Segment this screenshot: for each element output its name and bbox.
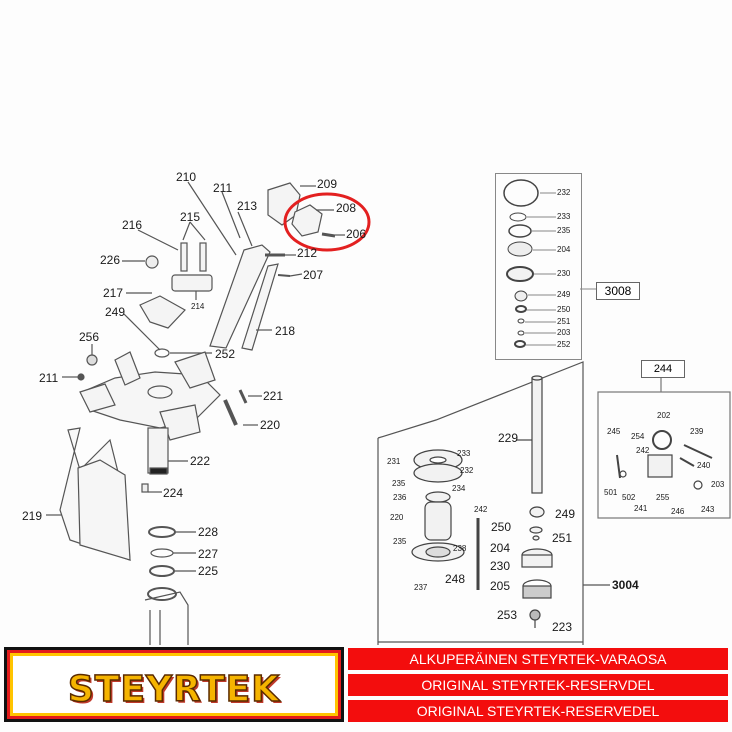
part-label: 230 [557,269,571,278]
part-label: 214 [191,302,205,311]
footer-banner: STEYRTEK ALKUPERÄINEN STEYRTEK-VARAOSA O… [0,645,732,725]
part-label: 209 [317,177,338,191]
part-label: 245 [607,427,621,436]
part-label: 211 [39,371,59,385]
part-label: 241 [634,504,648,513]
part-label: 233 [557,212,571,221]
part-label: 221 [263,389,284,403]
part-label: 216 [122,218,143,232]
part-label: 222 [190,454,211,468]
part-label: 226 [100,253,121,267]
part-label: 252 [557,340,571,349]
part-label: 249 [555,507,576,521]
part-label: 232 [460,466,474,475]
part-label: 235 [557,226,571,235]
part-label: 229 [498,431,519,445]
part-label: 250 [491,520,512,534]
part-label: 235 [393,537,407,546]
part-label: 252 [215,347,236,361]
part-label-highlighted: 208 [336,201,357,215]
part-label: 207 [303,268,324,282]
part-label: 234 [452,484,466,493]
part-label: 249 [105,305,126,319]
part-label: 224 [163,486,184,500]
part-label: 249 [557,290,571,299]
part-label: 204 [557,245,571,254]
steyrtek-logo: STEYRTEK [4,647,344,722]
part-label: 212 [297,246,318,260]
part-label: 219 [22,509,43,523]
part-label: 210 [176,170,197,184]
part-label: 240 [697,461,711,470]
part-label: 255 [656,493,670,502]
part-label: 218 [275,324,296,338]
banner-swedish: ORIGINAL STEYRTEK-RESERVDEL [348,674,728,696]
part-label: 246 [671,507,685,516]
part-label: 232 [557,188,571,197]
banner-finnish: ALKUPERÄINEN STEYRTEK-VARAOSA [348,648,728,670]
logo-text: STEYRTEK [67,668,281,711]
part-label: 213 [237,199,258,213]
part-label: 250 [557,305,571,314]
part-label: 217 [103,286,124,300]
part-label: 254 [631,432,645,441]
part-label: 220 [260,418,281,432]
part-label: 231 [387,457,401,466]
part-label: 220 [390,513,404,522]
part-label: 239 [690,427,704,436]
kit-244-tag: 244 [641,360,685,378]
part-label: 228 [198,525,219,539]
part-label: 248 [445,572,466,586]
kit-3008-box [495,173,582,360]
part-label: 215 [180,210,201,224]
part-label: 251 [552,531,573,545]
part-label: 203 [557,328,571,337]
banner-norwegian: ORIGINAL STEYRTEK-RESERVEDEL [348,700,728,722]
part-label: 203 [711,480,725,489]
part-label: 230 [490,559,511,573]
part-label: 205 [490,579,511,593]
part-label: 225 [198,564,219,578]
part-label: 237 [414,583,428,592]
part-label: 238 [453,544,467,553]
highlight-circle [283,192,371,252]
part-label: 501 [604,488,618,497]
part-label: 502 [622,493,636,502]
part-label: 235 [392,479,406,488]
part-label-highlighted: 206 [346,227,367,241]
part-label: 242 [636,446,650,455]
part-label: 204 [490,541,511,555]
part-label: 242 [474,505,488,514]
part-label: 253 [497,608,518,622]
part-label: 243 [701,505,715,514]
part-label: 236 [393,493,407,502]
kit-3008-tag: 3008 [596,282,640,300]
part-label: 233 [457,449,471,458]
part-label: 202 [657,411,671,420]
kit-3004-tag: 3004 [612,578,639,592]
part-label: 211 [213,181,233,195]
part-label: 223 [552,620,573,634]
part-label: 251 [557,317,571,326]
exploded-parts-drawing [46,179,731,645]
part-label: 227 [198,547,219,561]
part-label: 256 [79,330,100,344]
